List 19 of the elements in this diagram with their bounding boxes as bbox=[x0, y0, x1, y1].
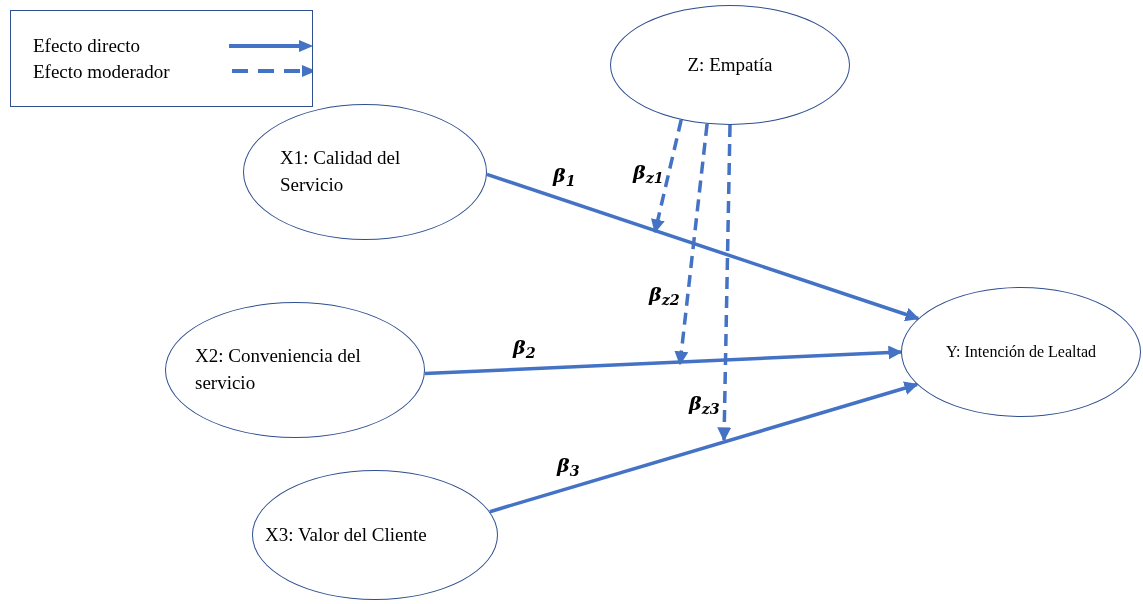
arrow bbox=[489, 381, 919, 514]
dashed-arrow bbox=[674, 123, 709, 366]
node-label: X2: Conveniencia del servicio bbox=[195, 344, 362, 395]
node-label: X3: Valor del Cliente bbox=[265, 522, 428, 547]
node-label: X1: Calidad del Servicio bbox=[280, 146, 402, 197]
edge-label: β$_{z1}$ bbox=[632, 163, 665, 182]
node-label: Z: Empatía bbox=[686, 52, 774, 77]
arrow bbox=[424, 345, 903, 376]
legend-label: Efecto directo bbox=[33, 33, 142, 58]
dashed-arrow bbox=[717, 124, 732, 442]
edge-label: β$_{2}$ bbox=[512, 338, 537, 357]
dashed-arrow bbox=[651, 119, 683, 234]
edge-label: β$_{z3}$ bbox=[688, 394, 721, 413]
arrow bbox=[486, 172, 920, 322]
node-label: Y: Intención de Lealtad bbox=[945, 341, 1097, 362]
edge-label: β$_{1}$ bbox=[552, 166, 577, 185]
legend-label: Efecto moderador bbox=[33, 59, 171, 84]
edge-label: β$_{z2}$ bbox=[648, 285, 681, 304]
edge-label: β$_{3}$ bbox=[556, 456, 581, 475]
